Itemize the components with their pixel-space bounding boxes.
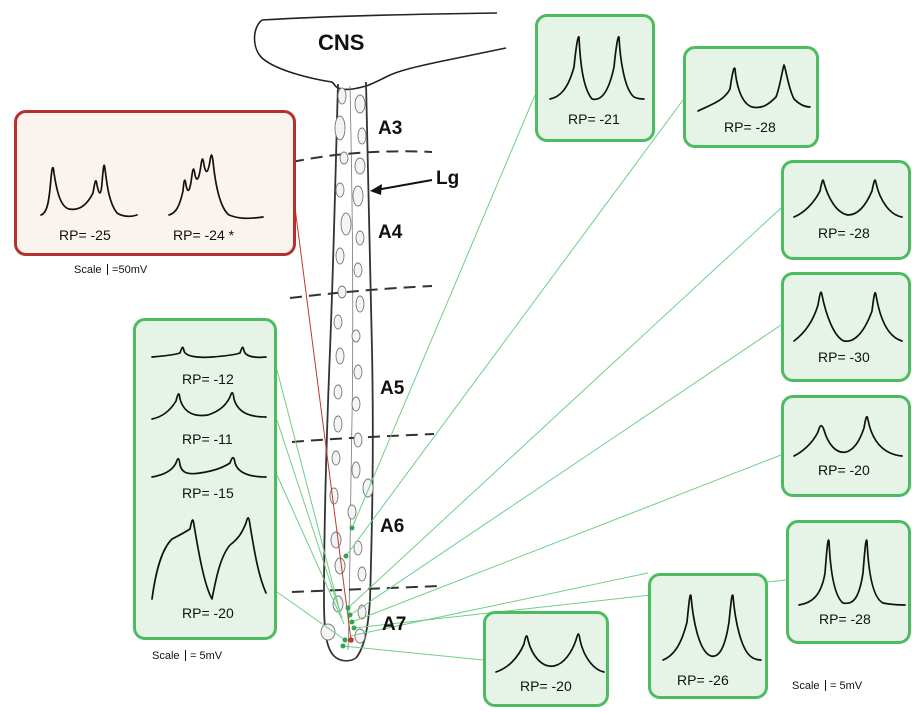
red-recording-panel: RP= -25 RP= -24 *	[14, 110, 296, 256]
scale-text: Scale	[74, 264, 102, 276]
right-recording-panel-3: RP= -28	[781, 160, 911, 260]
segment-label-a4: A4	[378, 222, 402, 244]
rp-label-right-7: RP= -26	[677, 672, 729, 688]
scale-value: =50mV	[112, 264, 147, 276]
segment-label-a3: A3	[378, 118, 402, 140]
rp-label-right-4: RP= -30	[818, 349, 870, 365]
right-recording-panel-4: RP= -30	[781, 272, 911, 382]
trace-left-3	[150, 453, 268, 483]
rp-label-right-5: RP= -20	[818, 462, 870, 478]
lg-label: Lg	[436, 168, 459, 190]
rp-label-left-1: RP= -12	[182, 371, 234, 387]
right-recording-panel-2: RP= -28	[683, 46, 819, 148]
rp-label-right-1: RP= -21	[568, 111, 620, 127]
cns-label: CNS	[318, 30, 364, 56]
trace-right-2	[696, 57, 810, 115]
lg-arrow	[376, 180, 432, 190]
cord-bottom	[334, 656, 356, 661]
scale-text-right: Scale	[792, 680, 820, 692]
trace-right-1	[548, 27, 644, 105]
right-recording-panel-7: RP= -26	[648, 573, 768, 699]
rp-label-right-6: RP= -28	[819, 611, 871, 627]
right-recording-panel-8: RP= -20	[483, 611, 609, 707]
segment-label-a6: A6	[380, 516, 404, 538]
right-recording-panel-1: RP= -21	[535, 14, 655, 142]
left-recording-panel: RP= -12 RP= -11 RP= -15 RP= -20	[133, 318, 277, 640]
trace-right-4	[792, 285, 904, 345]
cns-outline	[255, 13, 507, 90]
right-recording-panel-5: RP= -20	[781, 395, 911, 497]
scale-value-left: = 5mV	[190, 650, 222, 662]
rp-label-right-3: RP= -28	[818, 225, 870, 241]
rp-label-right-2: RP= -28	[724, 119, 776, 135]
rp-label-red-1: RP= -25	[59, 227, 111, 243]
scale-bar-left: Scale = 5mV	[152, 650, 222, 662]
scale-value-right: = 5mV	[830, 680, 862, 692]
trace-red-1	[39, 133, 149, 223]
rp-label-left-4: RP= -20	[182, 605, 234, 621]
trace-right-6	[797, 533, 905, 609]
segment-label-a5: A5	[380, 378, 404, 400]
rp-label-red-2: RP= -24 *	[173, 227, 234, 243]
trace-red-2	[167, 131, 277, 223]
trace-right-3	[792, 173, 904, 223]
rp-label-left-2: RP= -11	[182, 431, 233, 447]
trace-right-7	[661, 586, 761, 666]
trace-right-5	[792, 410, 904, 460]
rp-label-left-3: RP= -15	[182, 485, 234, 501]
trace-right-8	[494, 628, 604, 676]
segment-label-a7: A7	[382, 614, 406, 636]
scale-bar-right: Scale = 5mV	[792, 680, 862, 692]
scale-bar-red: Scale =50mV	[74, 264, 147, 276]
trace-left-4	[150, 509, 268, 605]
scale-text-left: Scale	[152, 650, 180, 662]
trace-left-2	[150, 389, 268, 423]
trace-left-1	[150, 341, 268, 363]
right-recording-panel-6: RP= -28	[786, 520, 911, 644]
rp-label-right-8: RP= -20	[520, 678, 572, 694]
